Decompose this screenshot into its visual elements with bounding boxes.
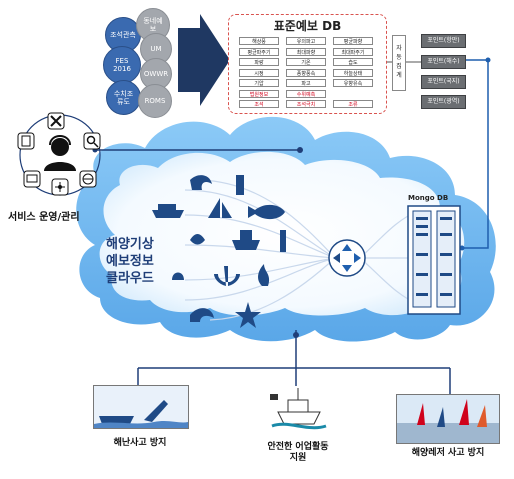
db-cell: 시정 (239, 68, 279, 77)
point-local: 포인트(국지) (421, 75, 466, 89)
fish-icon (248, 204, 285, 220)
auto-aggregation-box: 자 동 집 계 (392, 35, 406, 91)
db-cell: 해상풍 (239, 37, 279, 45)
cargo-ship-icon (152, 204, 184, 218)
bottom-label-safe-fishing: 안전한 어업활동 지원 (267, 442, 329, 463)
swell-icon (190, 308, 214, 322)
tools-icon (47, 112, 65, 130)
sailboat-icon (208, 198, 232, 218)
db-cell: 기온 (286, 58, 326, 66)
source-numerical-tide-chart: 수치조 류도 (106, 80, 141, 115)
mongo-db-label: Mongo DB (408, 194, 449, 202)
bottom-label-accident-prevention: 해난사고 방지 (113, 438, 167, 448)
source-fes2016: FES 2016 (103, 46, 141, 84)
db-cell: 조석극치 (286, 100, 326, 108)
db-cell: 하늘상태 (333, 68, 373, 77)
db-cell: 조석 (239, 100, 279, 108)
bottom-label-leisure-prevention: 해양레저 사고 방지 (411, 448, 485, 458)
db-cell: 파랑 (239, 58, 279, 66)
search-monitor-icon (83, 132, 101, 150)
db-cell: 수위예측 (286, 89, 326, 98)
db-cell: 최대파주기 (333, 47, 373, 56)
point-wide: 포인트(광역) (421, 95, 466, 109)
document-icon (17, 132, 35, 150)
point-sea: 포인트(해수) (421, 55, 466, 69)
mongo-db-server (407, 205, 461, 315)
db-title: 표준예보 DB (273, 19, 342, 33)
fire-icon (258, 264, 270, 286)
snorkel-icon (172, 266, 186, 286)
lighthouse-icon (236, 175, 244, 195)
network-icon (51, 178, 69, 196)
wave-icon (190, 175, 212, 190)
db-cell: 평균파주기 (239, 47, 279, 56)
starfish-icon (235, 302, 261, 328)
service-operation-graphic (17, 112, 101, 196)
point-harbor: 포인트(항만) (421, 34, 466, 48)
db-cell: 조류 (333, 100, 373, 108)
flow-arrow (178, 14, 230, 106)
fishing-boat-icon (232, 230, 260, 250)
db-cell: 최대파향 (286, 47, 326, 56)
source-roms: ROMS (138, 84, 172, 118)
service-operation-label: 서비스 운영/관리 (8, 212, 80, 223)
db-cell: 유향유속 (333, 79, 373, 87)
marine-icons-panel (152, 175, 286, 328)
db-cell: 파고 (286, 79, 326, 87)
globe-icon (79, 170, 97, 188)
operator-icon (44, 135, 76, 171)
monitor-icon (23, 170, 41, 188)
splash-icon (190, 234, 205, 245)
buoy-icon (280, 230, 286, 252)
marine-leisure-image (396, 394, 500, 444)
anchor-icon (214, 266, 240, 286)
db-cell: 풍향풍속 (286, 68, 326, 77)
data-hub-icon (328, 239, 366, 277)
db-cell: 습도 (333, 58, 373, 66)
shipwreck-image (93, 385, 189, 429)
db-cell: 법원정보 (239, 89, 279, 98)
cloud-title: 해양기상 예보정보 클라우드 (106, 237, 154, 286)
db-cell: 평균파향 (333, 37, 373, 45)
db-cell: 유의파고 (286, 37, 326, 45)
fishing-boat-image (268, 386, 330, 438)
db-cell: 기압 (239, 79, 279, 87)
